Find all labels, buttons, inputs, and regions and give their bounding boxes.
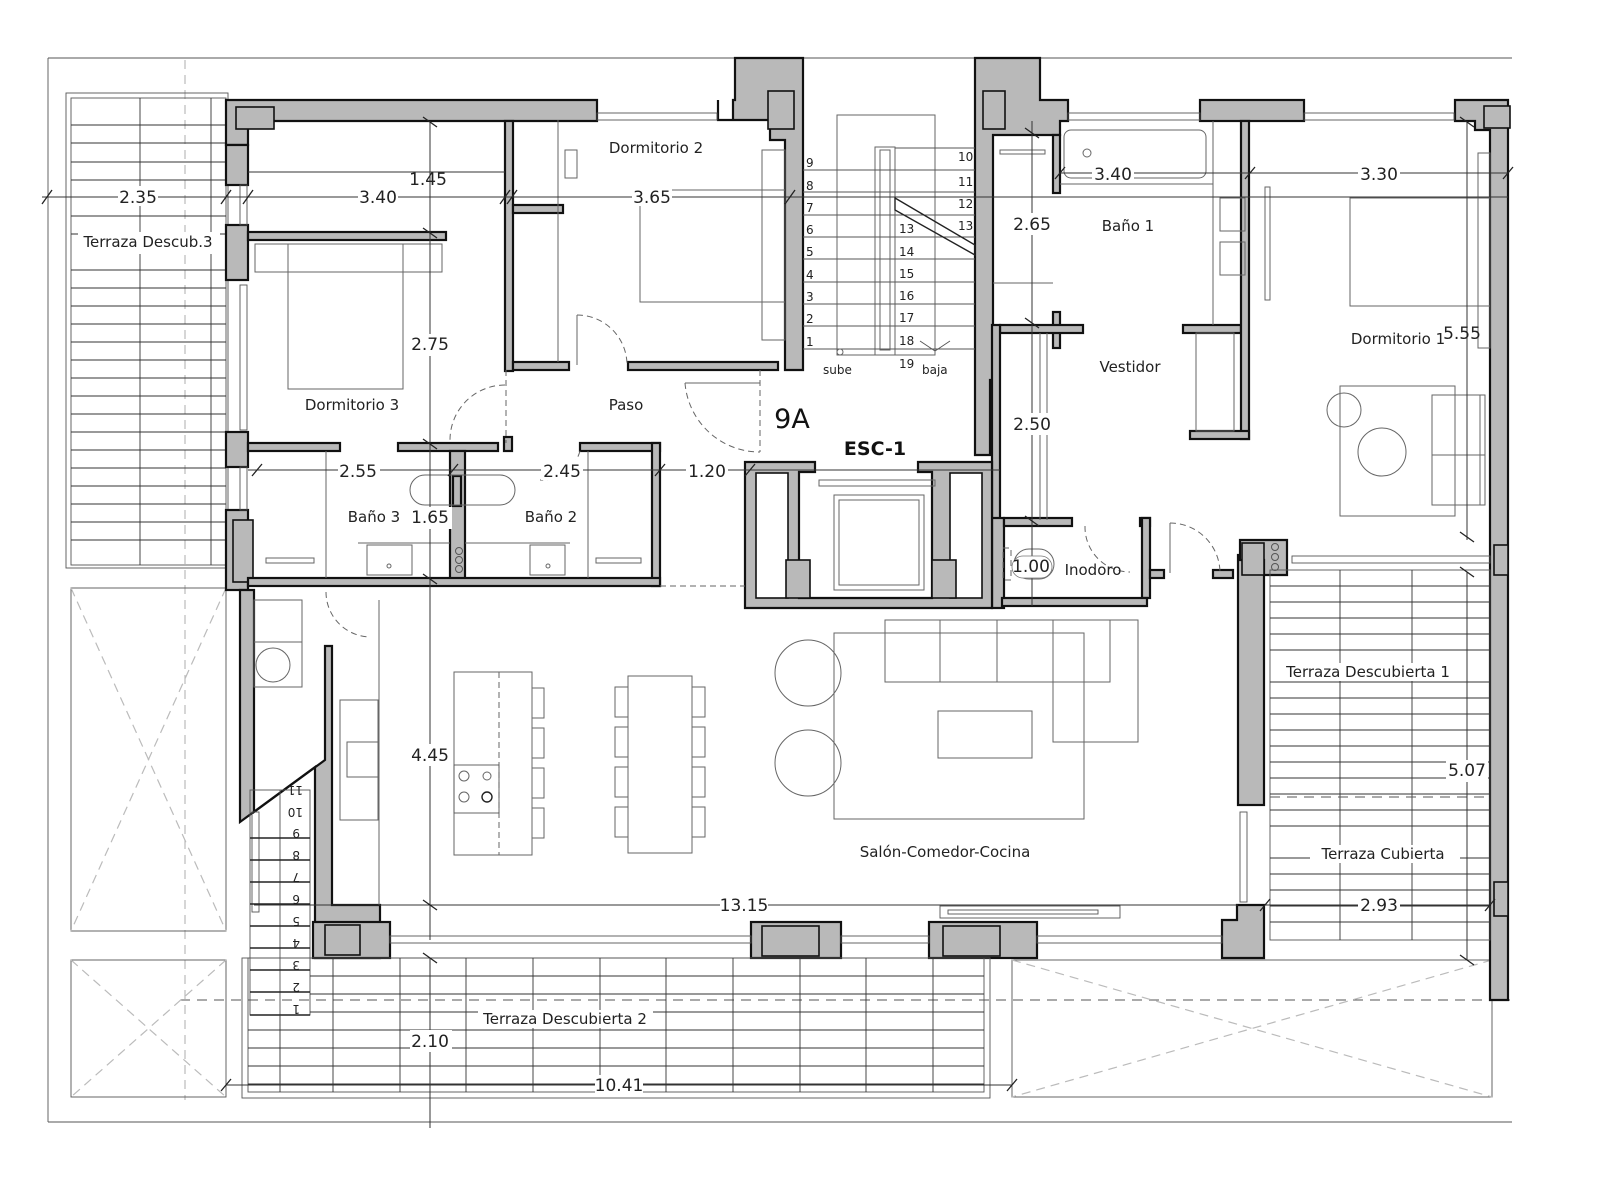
svg-text:4: 4	[806, 268, 814, 282]
svg-text:1: 1	[806, 335, 814, 349]
room-label-terraza-descubierta-2: Terraza Descubierta 2	[482, 1010, 647, 1028]
svg-text:17: 17	[899, 311, 914, 325]
dim-dorm2-width: 3.65	[633, 188, 671, 208]
svg-text:3: 3	[292, 958, 300, 972]
dim-inodoro-width: 1.00	[1012, 557, 1050, 577]
room-label-paso: Paso	[609, 396, 644, 414]
dim-terraza2-width: 10.41	[595, 1076, 644, 1096]
dim-salon-width: 13.15	[720, 896, 769, 916]
svg-text:18: 18	[899, 334, 914, 348]
dim-vestidor-depth: 2.50	[1013, 415, 1051, 435]
svg-text:6: 6	[292, 892, 300, 906]
windows	[239, 112, 1491, 944]
dim-bano3-depth: 1.65	[411, 508, 449, 528]
svg-text:11: 11	[288, 783, 303, 797]
svg-text:13: 13	[958, 219, 973, 233]
svg-text:2: 2	[292, 980, 300, 994]
svg-text:3: 3	[806, 290, 814, 304]
room-label-inodoro: Inodoro	[1065, 561, 1122, 579]
svg-text:11: 11	[958, 175, 973, 189]
svg-text:13: 13	[899, 222, 914, 236]
stair-up-label: sube	[823, 363, 852, 377]
room-label-dormitorio-1: Dormitorio 1	[1351, 330, 1445, 348]
dim-dorm3-width: 3.40	[359, 188, 397, 208]
room-label-terraza-descubierta-1: Terraza Descubierta 1	[1285, 663, 1450, 681]
dim-paso-width: 1.20	[688, 462, 726, 482]
dim-bano3-width: 2.55	[339, 462, 377, 482]
svg-text:2: 2	[806, 312, 814, 326]
svg-text:8: 8	[806, 179, 814, 193]
dim-closet-depth: 2.65	[1013, 215, 1051, 235]
svg-text:7: 7	[806, 201, 814, 215]
dim-terraza-cubierta-width: 2.93	[1360, 896, 1398, 916]
stair-core-label: ESC-1	[844, 438, 906, 460]
svg-text:9: 9	[292, 826, 300, 840]
svg-text:4: 4	[292, 936, 300, 950]
dim-salon-depth: 4.45	[411, 746, 449, 766]
void-left	[70, 587, 1493, 1098]
svg-text:5: 5	[292, 914, 300, 928]
svg-text:16: 16	[899, 289, 914, 303]
unit-code: 9A	[774, 404, 810, 435]
dim-dorm3-depth: 2.75	[411, 335, 449, 355]
svg-text:12: 12	[958, 197, 973, 211]
svg-text:8: 8	[292, 848, 300, 862]
svg-text:1: 1	[292, 1002, 300, 1016]
terraza-right: Terraza Descubierta 1 Terraza Cubierta	[1269, 569, 1491, 941]
dim-bano2-width: 2.45	[543, 462, 581, 482]
dim-terraza3-width: 2.35	[119, 188, 157, 208]
svg-text:15: 15	[899, 267, 914, 281]
room-label-bano-1: Baño 1	[1102, 217, 1154, 235]
svg-text:7: 7	[292, 870, 300, 884]
room-label-terraza-descub-3: Terraza Descub.3	[82, 233, 212, 251]
room-label-bano-2: Baño 2	[525, 508, 577, 526]
stair-down-label: baja	[922, 363, 948, 377]
room-label-terraza-cubierta: Terraza Cubierta	[1320, 845, 1444, 863]
room-label-vestidor: Vestidor	[1099, 358, 1161, 376]
terraza-descubierta-2: Terraza Descubierta 2	[241, 957, 991, 1099]
dim-terraza2-depth: 2.10	[411, 1032, 449, 1052]
dim-dorm3-closet: 1.45	[409, 170, 447, 190]
room-label-salon-comedor-cocina: Salón-Comedor-Cocina	[860, 843, 1031, 861]
svg-text:10: 10	[958, 150, 973, 164]
svg-text:10: 10	[288, 805, 303, 819]
room-label-bano-3: Baño 3	[348, 508, 400, 526]
svg-text:9: 9	[806, 156, 814, 170]
room-label-dormitorio-3: Dormitorio 3	[305, 396, 399, 414]
dimension-lines	[41, 116, 1514, 1128]
dimension-labels: 2.35 3.40 1.45 2.75 3.65 2.55 1.65 2.45 …	[118, 163, 1488, 1096]
secondary-stair: 1 2 3 4 5 6 7 8 9 10 11	[249, 783, 311, 1016]
svg-text:6: 6	[806, 223, 814, 237]
svg-text:14: 14	[899, 245, 914, 259]
doors	[325, 314, 1221, 638]
dim-dorm1-depth: 5.55	[1443, 324, 1481, 344]
svg-text:19: 19	[899, 357, 914, 371]
dim-dorm1-width: 3.30	[1360, 165, 1398, 185]
room-labels: Dormitorio 3 Dormitorio 2 Dormitorio 1 B…	[305, 139, 1445, 861]
dim-bano1-width: 3.40	[1094, 165, 1132, 185]
main-stair: 9 8 7 6 5 4 3 2 1 10 11 12 13 13 14 15 1…	[803, 114, 976, 377]
dim-terraza1-depth: 5.07	[1448, 761, 1486, 781]
room-label-dormitorio-2: Dormitorio 2	[609, 139, 703, 157]
svg-text:5: 5	[806, 245, 814, 259]
terraza-descub-3: Terraza Descub.3	[65, 92, 229, 569]
